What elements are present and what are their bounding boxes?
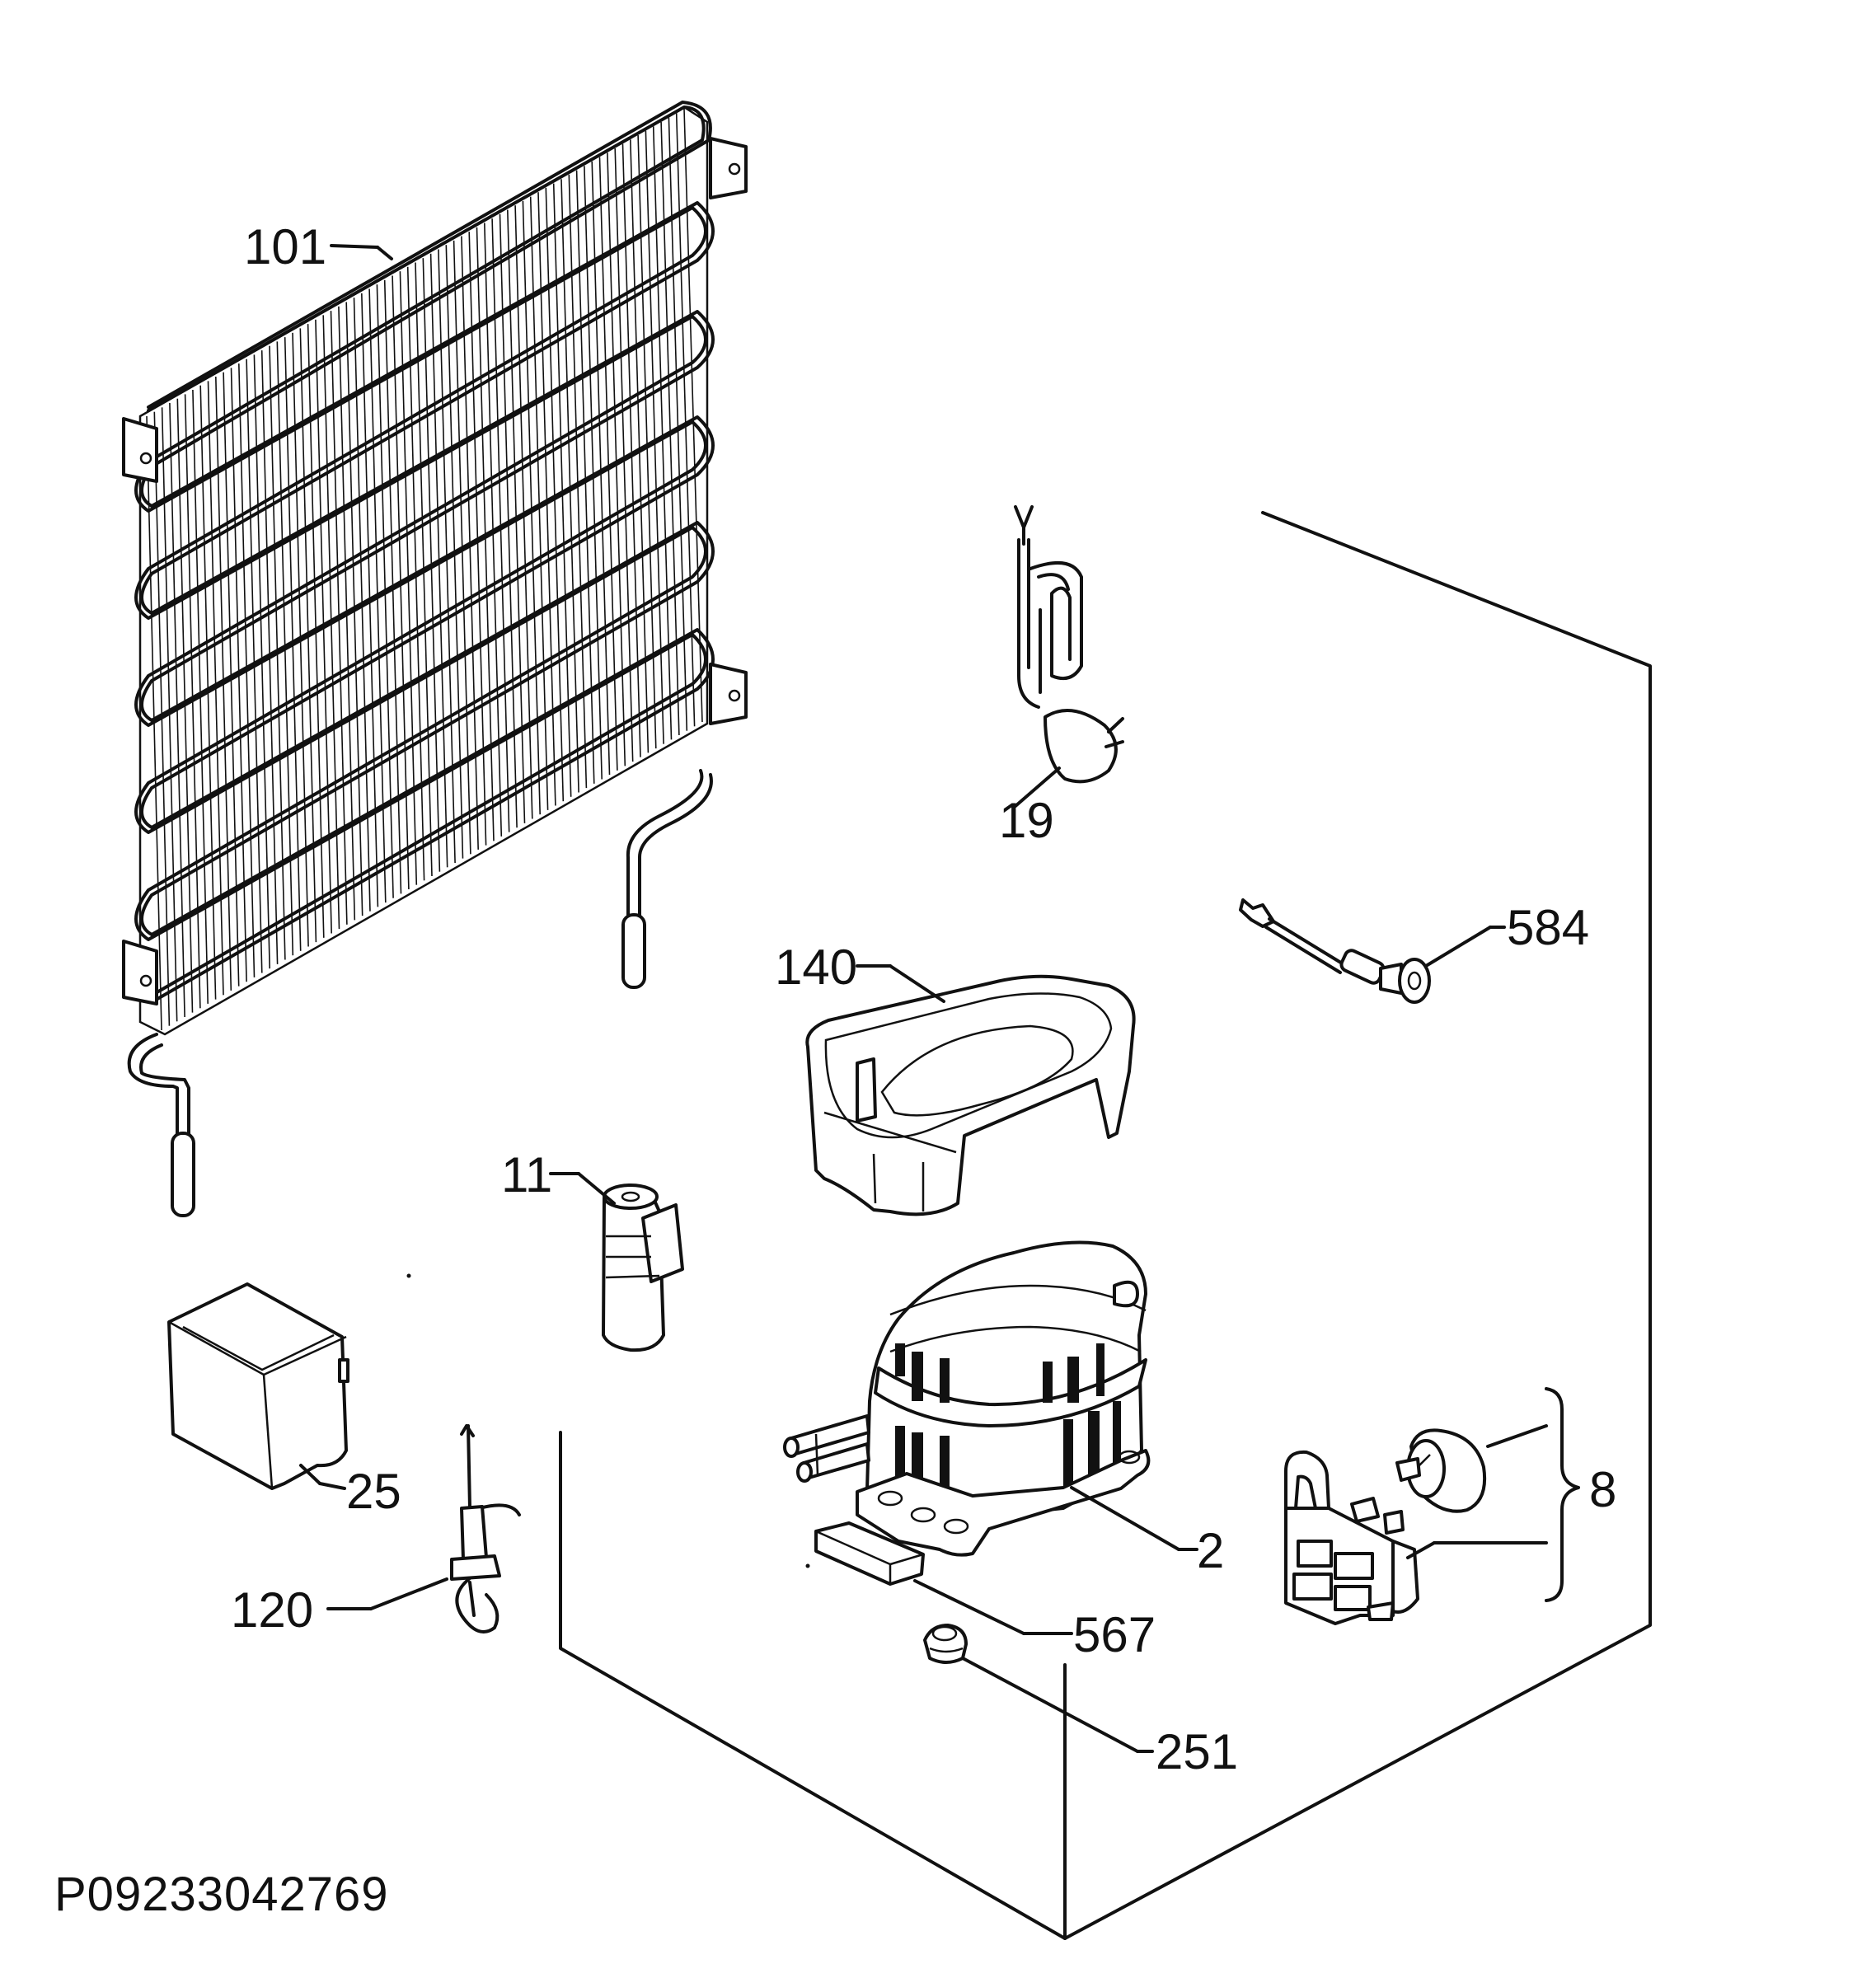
label-140: 140	[775, 940, 858, 995]
leader-120-slope	[369, 1577, 448, 1610]
leader-584	[1424, 926, 1492, 968]
label-120: 120	[231, 1582, 314, 1638]
sensor-probe	[1239, 898, 1431, 1004]
leader-567	[913, 1579, 1025, 1635]
label-8: 8	[1589, 1462, 1617, 1517]
leader-11-slope	[577, 1172, 616, 1205]
capacitor	[602, 1184, 684, 1352]
relay-protector-set	[1284, 1428, 1487, 1625]
label-11: 11	[501, 1147, 553, 1202]
leader-2	[1070, 1486, 1180, 1551]
condenser-fin	[568, 174, 588, 789]
label-2: 2	[1197, 1523, 1225, 1578]
label-251: 251	[1156, 1724, 1239, 1779]
condenser-fin	[552, 183, 572, 797]
power-cord	[1014, 505, 1124, 784]
leader-251	[961, 1657, 1139, 1753]
speck	[805, 1563, 810, 1568]
grommet	[923, 1624, 968, 1664]
leader-19	[1014, 766, 1061, 808]
mounting-rail	[814, 1521, 925, 1586]
terminal-box	[167, 1282, 349, 1490]
leader-8-lower-a	[1406, 1541, 1436, 1559]
leader-25-tail	[318, 1482, 346, 1490]
compressor	[783, 1240, 1151, 1557]
label-19: 19	[999, 793, 1054, 848]
document-code: P09233042769	[54, 1868, 389, 1921]
leader-101-hook	[376, 246, 393, 260]
drip-tray	[805, 974, 1136, 1216]
leader-140-slope	[889, 964, 945, 1003]
label-25: 25	[346, 1464, 401, 1519]
thermostat-probe	[450, 1424, 521, 1633]
leader-8-upper	[1486, 1424, 1548, 1448]
leader-25	[299, 1464, 321, 1485]
condenser	[122, 101, 748, 1217]
cabinet-outline	[559, 511, 1652, 1940]
condenser-fin	[575, 170, 595, 784]
brace-8	[1545, 1387, 1580, 1602]
leader-101	[330, 244, 379, 249]
condenser-fin	[560, 179, 579, 793]
speck	[406, 1273, 411, 1278]
label-101: 101	[244, 219, 327, 274]
label-567: 567	[1073, 1607, 1156, 1662]
label-584: 584	[1507, 900, 1590, 955]
